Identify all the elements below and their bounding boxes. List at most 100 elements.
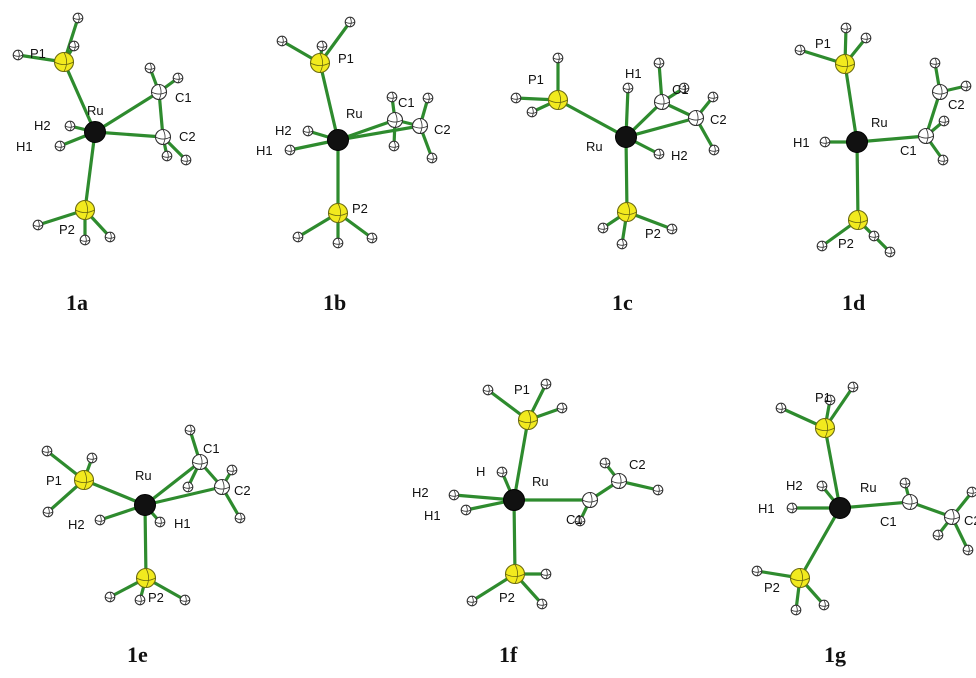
atom-ellipse-line [239, 513, 242, 523]
atom-label-p2: P2 [148, 590, 164, 605]
atom-ellipse-line [162, 129, 166, 145]
atom-ellipse-line [497, 471, 507, 474]
atom-ellipse-line [42, 450, 52, 453]
atom-ellipse-line [844, 54, 849, 74]
atom-ellipse-line [752, 570, 762, 573]
atom-ellipse-line [145, 67, 155, 70]
bond-Ru-P2 [143, 503, 148, 580]
atom-ellipse-line [158, 84, 162, 100]
atom-ellipse-line [84, 235, 87, 245]
atom-ellipse-line [654, 101, 670, 105]
atom-ellipse-line [412, 125, 428, 129]
atom-ellipse-line [367, 237, 377, 240]
atom-ellipse-line [303, 130, 313, 133]
atom-label-c2: C2 [629, 457, 646, 472]
atom-p2 [789, 567, 811, 589]
atom-p2 [327, 202, 349, 224]
atom-ellipse-line [17, 50, 20, 60]
atom-ellipse-line [791, 503, 794, 513]
atom-c1 [581, 491, 599, 509]
atom-h2 [653, 148, 665, 160]
atom-ellipse-line [602, 223, 605, 233]
atom-ellipse-line [795, 605, 798, 615]
atom-hc1a [653, 57, 665, 69]
atom-hc2c [932, 529, 944, 541]
bond-Ru-C1 [93, 90, 161, 134]
atom-label-h1: H1 [16, 139, 33, 154]
atom-ellipse-line [712, 92, 715, 102]
atom-ellipse-line [87, 457, 97, 460]
atom-ellipse-line [185, 155, 188, 165]
atom-ellipse-line [162, 155, 172, 158]
atoms-1e [41, 424, 246, 606]
atom-ellipse-line [235, 517, 245, 520]
atom-ellipse-line [139, 595, 142, 605]
atom-p2 [74, 199, 96, 221]
atom-hc2b [962, 544, 974, 556]
atom-ellipse-line [617, 211, 637, 216]
atom-ellipse-line [933, 534, 943, 537]
atom-ellipse-line [77, 13, 80, 23]
atom-hc1b [182, 481, 194, 493]
atom-c2 [687, 109, 705, 127]
atom-hp1c [860, 32, 872, 44]
atom-hc2b [708, 144, 720, 156]
atom-label-c1: C1 [672, 82, 689, 97]
atom-ellipse-line [658, 58, 661, 68]
atom-ellipse-line [155, 521, 165, 524]
atom-hc2b [180, 154, 192, 166]
atom-ellipse-line [780, 403, 783, 413]
atom-ellipse-line [307, 126, 310, 136]
atom-ru [846, 131, 868, 153]
atom-label-h1: H1 [424, 508, 441, 523]
atom-ellipse-line [189, 425, 192, 435]
atom-label-h2: H2 [68, 517, 85, 532]
atom-ellipse-line [756, 566, 759, 576]
atom-ellipse-line [293, 236, 303, 239]
atom-c1 [917, 127, 935, 145]
atom-ellipse-line [69, 45, 79, 48]
atom-hp2c [616, 238, 628, 250]
atom-ellipse-line [791, 609, 801, 612]
atom-ellipse-line [136, 577, 156, 582]
atom-ellipse-line [679, 87, 689, 90]
atom-ellipse-line [541, 383, 551, 386]
bonds-1g [755, 385, 974, 612]
atom-ellipse-line [310, 62, 330, 67]
atom-hp1a [510, 92, 522, 104]
atom-hc2a [599, 457, 611, 469]
atom-ellipse-line [829, 395, 832, 405]
atom-ellipse-line [971, 487, 974, 497]
atom-p1 [309, 52, 331, 74]
atoms-1a [12, 12, 192, 246]
atom-ellipse-line [817, 245, 827, 248]
atom-hp1b [840, 22, 852, 34]
atom-ellipse-line [943, 116, 946, 126]
atom-ellipse-line [799, 45, 802, 55]
atom-ellipse-line [545, 379, 548, 389]
atom-ellipse-line [80, 239, 90, 242]
atom-label-c2: C2 [710, 112, 727, 127]
atom-ellipse-line [184, 595, 187, 605]
atom-label-p1: P1 [815, 36, 831, 51]
atom-hc1a [144, 62, 156, 74]
atom-ru [615, 126, 637, 148]
atom-ellipse-line [865, 33, 868, 43]
atom-ellipse-line [825, 399, 835, 402]
atom-ellipse-line [934, 58, 937, 68]
atom-ellipse-line [965, 81, 968, 91]
atom-hp2b [104, 231, 116, 243]
atom-ellipse-line [545, 569, 548, 579]
atom-ellipse-line [657, 485, 660, 495]
atom-hp2a [292, 231, 304, 243]
atom-ellipse-line [654, 62, 664, 65]
atom-ellipse-line [231, 465, 234, 475]
atom-ellipse-line [918, 135, 934, 139]
atom-ellipse-line [13, 54, 23, 57]
atom-ellipse-line [688, 117, 704, 121]
atom-c2 [610, 472, 628, 490]
atom-ellipse-line [623, 87, 633, 90]
